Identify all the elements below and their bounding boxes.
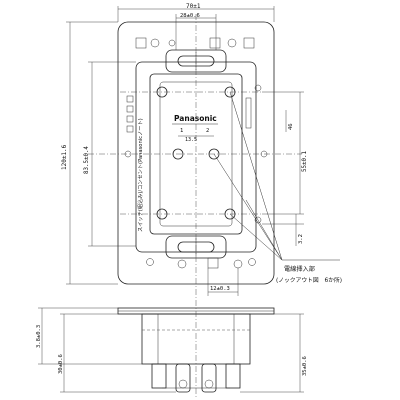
dim-top-inner: 28±0.6 (180, 13, 200, 19)
dim-top-outer: 70±1 (186, 3, 201, 10)
top-hole-row (135, 37, 255, 49)
dim-side-b: 30±0.6 (58, 354, 64, 374)
side-screw-holes (124, 84, 268, 224)
dim-left-total: 120±1.6 (61, 144, 68, 170)
dim-side-c: 35±0.6 (302, 356, 308, 376)
dim-left-inner: 83.5±0.4 (84, 146, 90, 174)
callout-text-1: 電線挿入部 (284, 265, 315, 273)
vertical-note: スイッチ(組込み)/コンセント(Panasonicノート) (136, 118, 144, 232)
bottom-hole-row (146, 257, 256, 269)
front-view: Panasonic 1 2 スイッチ(組込み)/コンセント(Panasonicノ… (88, 14, 302, 300)
right-side-slot (245, 97, 252, 129)
svg-text:1: 1 (180, 128, 183, 134)
dim-right-center: 55±0.1 (302, 151, 308, 172)
dim-right-lower: 3.2 (298, 234, 304, 244)
brand-label: Panasonic (174, 114, 217, 123)
left-terminal-marks (126, 95, 134, 133)
callout-leaders (213, 91, 340, 261)
side-view: 3.8±0.3 30±0.6 35±0.6 (36, 300, 308, 398)
dimension-lines: 70±1 28±0.6 120±1.6 83.5±0.4 55±0.1 46 3… (61, 3, 308, 296)
dim-center-small: 13.5 (185, 137, 197, 143)
dim-side-a: 3.8±0.3 (36, 325, 42, 348)
dim-right-upper: 46 (288, 123, 294, 130)
side-terminals (151, 363, 241, 393)
svg-text:2: 2 (206, 128, 209, 134)
callout-text-2: (ノックアウト図 6か所) (276, 276, 342, 284)
dim-bottom-inner: 12±0.3 (210, 286, 230, 292)
